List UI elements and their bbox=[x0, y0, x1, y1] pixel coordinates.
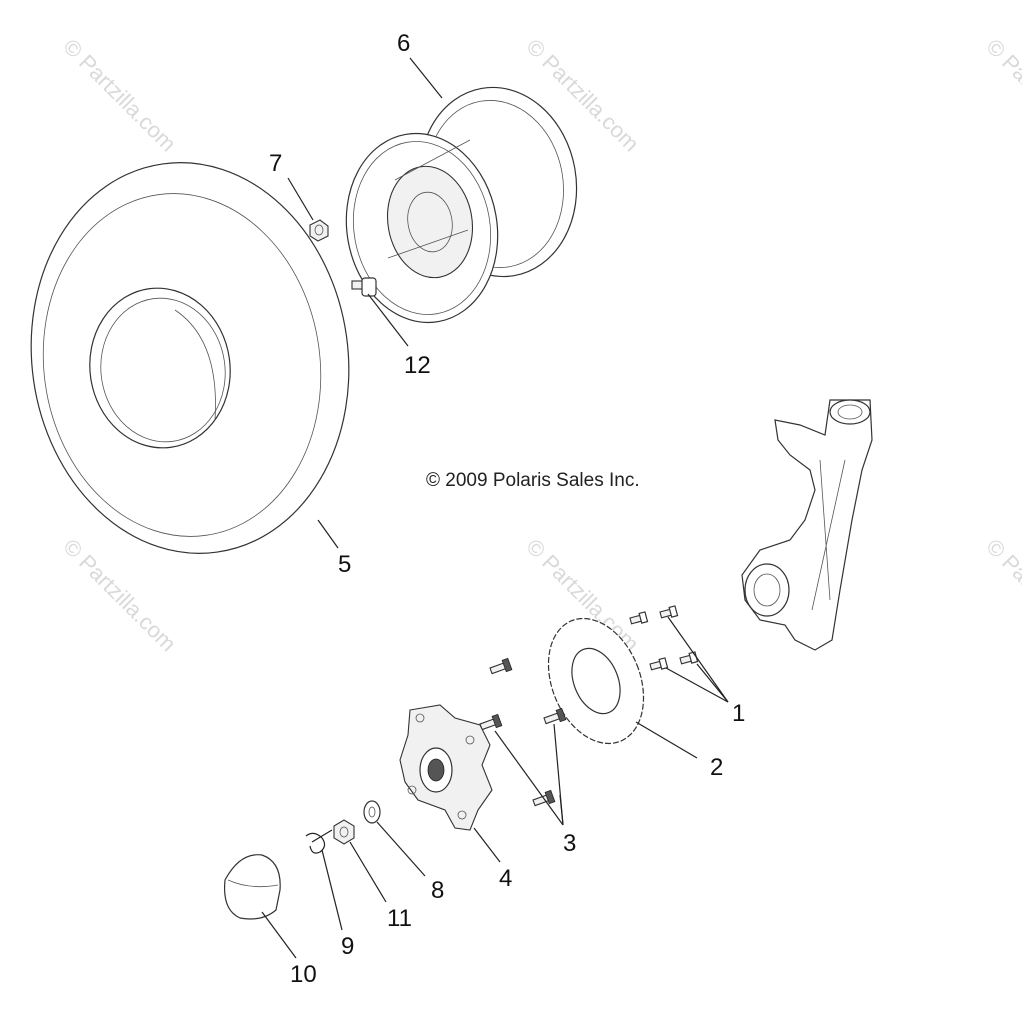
leader-lines bbox=[261, 57, 729, 959]
cotter-pin bbox=[305, 829, 333, 854]
callout-9: 9 bbox=[341, 933, 354, 960]
wheel-hub bbox=[399, 704, 493, 831]
watermark-6: © Partzilla.com bbox=[981, 534, 1022, 657]
valve-stem bbox=[351, 277, 377, 297]
hub-bolts bbox=[479, 657, 567, 807]
washer bbox=[363, 800, 381, 824]
callout-10: 10 bbox=[290, 961, 317, 988]
callout-5: 5 bbox=[338, 551, 351, 578]
hub-cap bbox=[223, 854, 281, 920]
brake-disc-bolts bbox=[629, 605, 699, 671]
callout-6: 6 bbox=[397, 30, 410, 57]
copyright-notice: © 2009 Polaris Sales Inc. bbox=[426, 470, 640, 491]
wheel-rim bbox=[345, 86, 578, 324]
callout-8: 8 bbox=[431, 877, 444, 904]
steering-knuckle bbox=[741, 399, 873, 651]
callout-2: 2 bbox=[710, 754, 723, 781]
castle-nut bbox=[333, 819, 355, 845]
watermark-3: © Partzilla.com bbox=[981, 34, 1022, 157]
watermark-1: © Partzilla.com bbox=[58, 34, 181, 157]
callout-4: 4 bbox=[499, 865, 512, 892]
tire bbox=[30, 162, 350, 554]
callout-1: 1 bbox=[732, 700, 745, 727]
watermark-4: © Partzilla.com bbox=[58, 534, 181, 657]
callout-7: 7 bbox=[269, 150, 282, 177]
callout-3: 3 bbox=[563, 830, 576, 857]
lug-nut bbox=[309, 219, 329, 242]
callouts: 1 2 3 4 5 6 7 8 9 10 11 12 bbox=[269, 30, 745, 988]
brake-disc bbox=[547, 617, 645, 745]
callout-12: 12 bbox=[404, 352, 431, 379]
callout-11: 11 bbox=[387, 905, 412, 932]
